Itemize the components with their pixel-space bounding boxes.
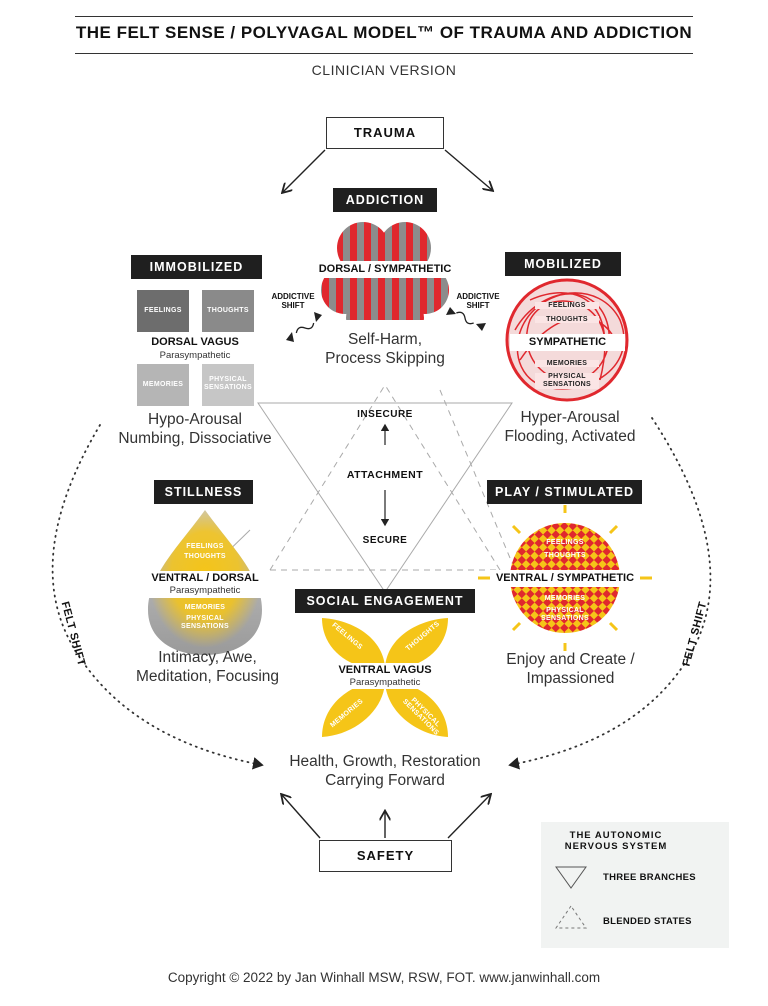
mobilized-feelings: FEELINGS bbox=[535, 302, 599, 309]
social-sub-label: Parasympathetic bbox=[349, 677, 421, 688]
legend-triangle-icons bbox=[555, 866, 587, 929]
addiction-state-label: DORSAL / SYMPATHETIC bbox=[318, 263, 452, 275]
addictive-shift-left-line-1: ADDICTIVE bbox=[271, 292, 315, 301]
stillness-memories: MEMORIES bbox=[184, 604, 226, 611]
addiction-desc-line-2: Process Skipping bbox=[325, 350, 445, 367]
bottom-desc-line-1: Health, Growth, Restoration bbox=[289, 753, 481, 770]
immobilized-state-label: DORSAL VAGUS bbox=[151, 336, 239, 348]
play-physical: PHYSICAL SENSATIONS bbox=[530, 607, 600, 623]
attachment-label: ATTACHMENT bbox=[346, 469, 424, 481]
legend-three-branches: THREE BRANCHES bbox=[603, 872, 696, 883]
stillness-physical: PHYSICAL SENSATIONS bbox=[170, 615, 240, 631]
stillness-thoughts: THOUGHTS bbox=[184, 553, 226, 560]
bottom-description: Health, Growth, Restoration Carrying For… bbox=[260, 752, 510, 790]
play-description: Enjoy and Create / Impassioned bbox=[478, 650, 663, 688]
safety-box: SAFETY bbox=[319, 840, 452, 872]
play-physical-line-1: PHYSICAL bbox=[546, 607, 584, 614]
social-state-label: VENTRAL VAGUS bbox=[338, 664, 432, 676]
secure-label: SECURE bbox=[362, 535, 408, 546]
stillness-state-label: VENTRAL / DORSAL bbox=[151, 572, 259, 584]
play-desc-line-2: Impassioned bbox=[526, 670, 615, 687]
page-title: THE FELT SENSE / POLYVAGAL MODEL™ OF TRA… bbox=[75, 23, 693, 42]
play-memories: MEMORIES bbox=[544, 595, 586, 602]
trauma-box: TRAUMA bbox=[326, 117, 444, 149]
immobilized-desc-line-2: Numbing, Dissociative bbox=[118, 430, 272, 447]
play-state-label: VENTRAL / SYMPATHETIC bbox=[495, 572, 635, 584]
play-stimulated-tag: PLAY / STIMULATED bbox=[487, 480, 642, 504]
play-desc-line-1: Enjoy and Create / bbox=[506, 651, 635, 668]
addictive-shift-left: ADDICTIVE SHIFT bbox=[258, 292, 328, 310]
title-rule bbox=[75, 53, 693, 54]
play-physical-line-2: SENSATIONS bbox=[541, 615, 589, 622]
stillness-drop-graphic bbox=[140, 510, 270, 655]
play-thoughts: THOUGHTS bbox=[544, 552, 586, 559]
legend-panel: THE AUTONOMIC NERVOUS SYSTEM THREE BRANC… bbox=[541, 822, 729, 948]
mobilized-physical-line-1: PHYSICAL bbox=[548, 373, 586, 380]
mobilized-physical: PHYSICAL SENSATIONS bbox=[535, 373, 599, 389]
play-sun-graphic bbox=[478, 505, 652, 651]
copyright-footer: Copyright © 2022 by Jan Winhall MSW, RSW… bbox=[167, 970, 601, 985]
mobilized-tag: MOBILIZED bbox=[505, 252, 621, 276]
stillness-tag: STILLNESS bbox=[154, 480, 253, 504]
mobilized-physical-line-2: SENSATIONS bbox=[543, 381, 591, 388]
immobilized-description: Hypo-Arousal Numbing, Dissociative bbox=[100, 410, 290, 448]
stillness-feelings: FEELINGS bbox=[186, 543, 224, 550]
immobilized-tag: IMMOBILIZED bbox=[131, 255, 262, 279]
stillness-sub-label: Parasympathetic bbox=[169, 585, 241, 596]
legend-blended-states: BLENDED STATES bbox=[603, 916, 692, 927]
top-rule bbox=[75, 16, 693, 17]
insecure-label: INSECURE bbox=[357, 409, 413, 420]
addiction-tag: ADDICTION bbox=[333, 188, 437, 212]
legend-title-line-1: THE AUTONOMIC bbox=[569, 830, 663, 841]
stillness-desc-line-1: Intimacy, Awe, bbox=[158, 649, 257, 666]
mobilized-thoughts: THOUGHTS bbox=[535, 316, 599, 323]
mobilized-state-label: SYMPATHETIC bbox=[528, 336, 607, 348]
addictive-shift-right: ADDICTIVE SHIFT bbox=[443, 292, 513, 310]
immobilized-physical-line-2: SENSATIONS bbox=[204, 384, 252, 391]
immobilized-physical-line-1: PHYSICAL bbox=[209, 376, 247, 383]
addictive-shift-left-line-2: SHIFT bbox=[281, 301, 305, 310]
mobilized-description: Hyper-Arousal Flooding, Activated bbox=[475, 408, 665, 446]
addiction-desc-line-1: Self-Harm, bbox=[347, 331, 423, 348]
legend-title-line-2: NERVOUS SYSTEM bbox=[564, 841, 668, 852]
stillness-physical-line-2: SENSATIONS bbox=[181, 623, 229, 630]
addiction-flower-graphic bbox=[308, 222, 462, 364]
bottom-desc-line-2: Carrying Forward bbox=[325, 772, 445, 789]
addictive-shift-right-line-2: SHIFT bbox=[466, 301, 490, 310]
mobilized-scribble-graphic bbox=[505, 278, 629, 402]
stillness-desc-line-2: Meditation, Focusing bbox=[135, 668, 280, 685]
play-feelings: FEELINGS bbox=[546, 539, 584, 546]
social-leaves-graphic bbox=[322, 618, 448, 737]
stillness-physical-line-1: PHYSICAL bbox=[186, 615, 224, 622]
mobilized-desc-line-1: Hyper-Arousal bbox=[520, 409, 620, 426]
addictive-shift-right-line-1: ADDICTIVE bbox=[456, 292, 500, 301]
addiction-description: Self-Harm, Process Skipping bbox=[300, 330, 470, 368]
immobilized-memories: MEMORIES bbox=[142, 381, 184, 388]
mobilized-desc-line-2: Flooding, Activated bbox=[504, 428, 636, 445]
legend-title: THE AUTONOMIC NERVOUS SYSTEM bbox=[561, 830, 671, 852]
mobilized-memories: MEMORIES bbox=[535, 360, 599, 367]
immobilized-desc-line-1: Hypo-Arousal bbox=[148, 411, 242, 428]
immobilized-thoughts: THOUGHTS bbox=[207, 307, 249, 314]
immobilized-sub-label: Parasympathetic bbox=[159, 350, 231, 361]
social-engagement-tag: SOCIAL ENGAGEMENT bbox=[295, 589, 475, 613]
immobilized-feelings: FEELINGS bbox=[144, 307, 182, 314]
page-subtitle: CLINICIAN VERSION bbox=[311, 62, 457, 78]
stillness-description: Intimacy, Awe, Meditation, Focusing bbox=[115, 648, 300, 686]
immobilized-physical: PHYSICAL SENSATIONS bbox=[202, 376, 254, 392]
